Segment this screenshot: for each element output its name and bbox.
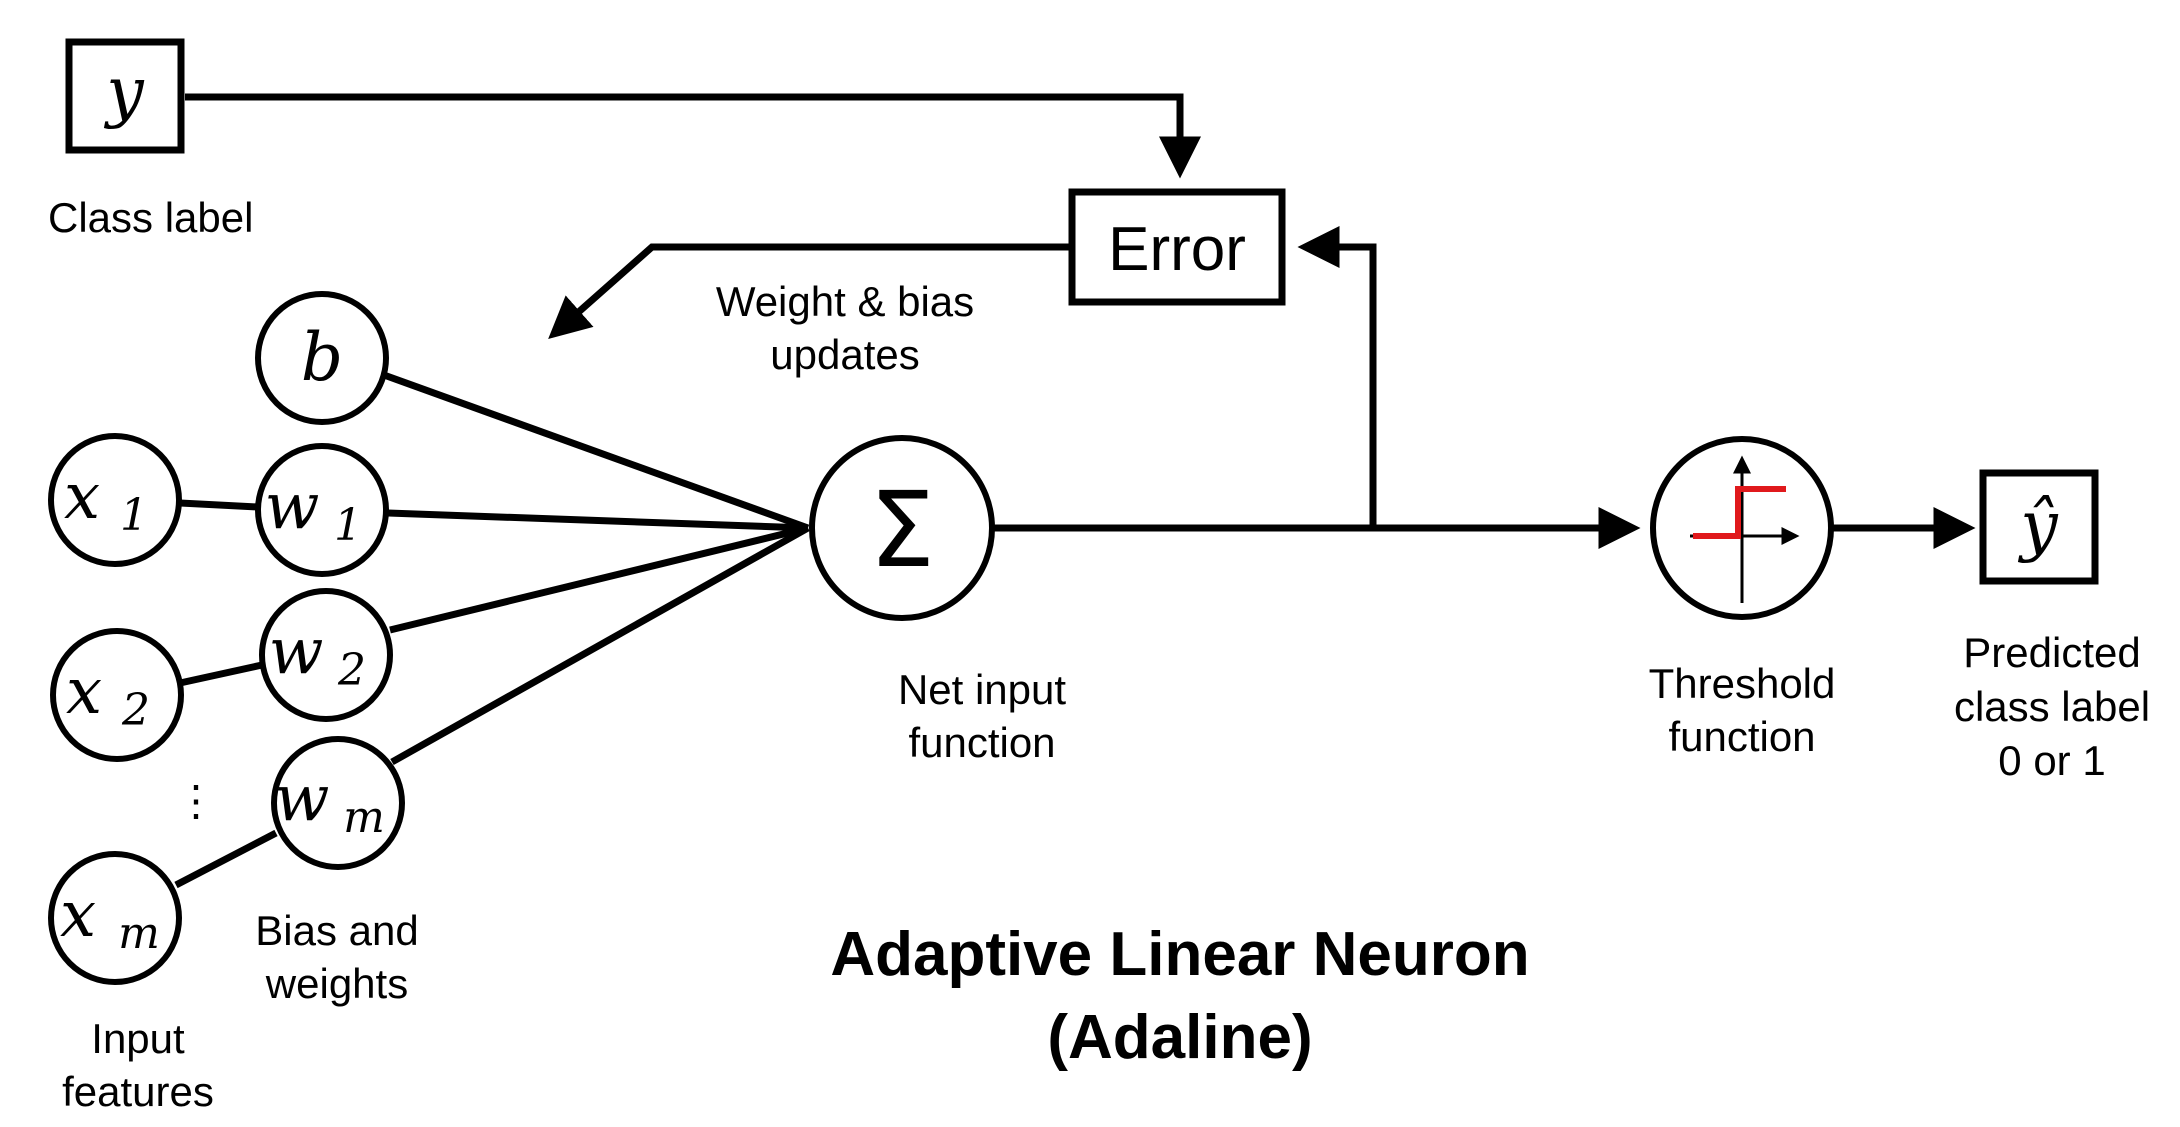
class-label-box	[65, 38, 185, 154]
input-node-x1: x 1	[48, 433, 182, 567]
bias-weights-line2: weights	[265, 960, 408, 1007]
xm-to-wm-line	[174, 829, 278, 889]
net-input-line2: function	[908, 719, 1055, 766]
x2-sub: 2	[121, 685, 150, 736]
x1-sub: 1	[120, 490, 148, 541]
x2-var: x	[66, 655, 102, 729]
net-input-node	[809, 435, 995, 621]
input-features-line2: features	[62, 1068, 214, 1115]
wm-sub: m	[343, 792, 385, 843]
bias-node-label: b	[301, 319, 343, 396]
w2-sub: 2	[337, 645, 366, 696]
threshold-line2: function	[1668, 713, 1815, 760]
threshold-node	[1650, 436, 1834, 620]
input-node-x2: x 2	[50, 628, 184, 762]
w2-var: w	[269, 615, 324, 689]
predicted-line2: class label	[1954, 683, 2150, 730]
input-node-xm: x m	[48, 851, 182, 985]
wm-var: w	[275, 762, 330, 836]
x1-var: x	[64, 460, 100, 534]
weight-update-line1: Weight & bias	[716, 278, 974, 325]
weight-node-w1: w 1	[255, 443, 389, 577]
ellipsis: ⋮	[175, 777, 217, 824]
x2-to-w2-line	[179, 661, 263, 687]
output-var: ŷ	[2017, 487, 2058, 564]
diagram-title-line2: (Adaline)	[1047, 1003, 1312, 1072]
w1-to-sum-line	[387, 509, 809, 532]
w2-to-sum-line	[389, 524, 809, 634]
class-label-var: y	[103, 53, 144, 130]
class-label-to-error-arrow	[185, 93, 1201, 179]
input-features-line1: Input	[91, 1015, 185, 1062]
threshold-line1: Threshold	[1649, 660, 1836, 707]
sum-symbol: Σ	[869, 469, 935, 591]
weight-update-line2: updates	[770, 331, 919, 378]
net-input-to-error-arrow	[1297, 226, 1377, 528]
w1-var: w	[265, 470, 320, 544]
class-label-text: Class label	[48, 194, 253, 241]
wm-to-sum-line	[390, 524, 810, 766]
predicted-line1: Predicted	[1963, 629, 2140, 676]
weight-update-arrow	[548, 243, 1070, 339]
bias-node	[255, 291, 389, 425]
output-box	[1979, 469, 2099, 585]
weight-node-wm: w m	[271, 736, 405, 870]
error-box	[1068, 188, 1286, 306]
weight-node-w2: w 2	[259, 588, 393, 722]
net-input-line1: Net input	[898, 666, 1066, 713]
error-label: Error	[1108, 215, 1246, 284]
predicted-line3: 0 or 1	[1998, 737, 2105, 784]
diagram-title-line1: Adaptive Linear Neuron	[830, 920, 1529, 989]
x1-to-w1-line	[179, 499, 259, 511]
xm-var: x	[60, 878, 96, 952]
xm-sub: m	[118, 908, 160, 959]
b-to-sum-line	[382, 371, 810, 532]
threshold-step	[1693, 486, 1786, 539]
bias-weights-line1: Bias and	[255, 907, 418, 954]
w1-sub: 1	[334, 500, 362, 551]
